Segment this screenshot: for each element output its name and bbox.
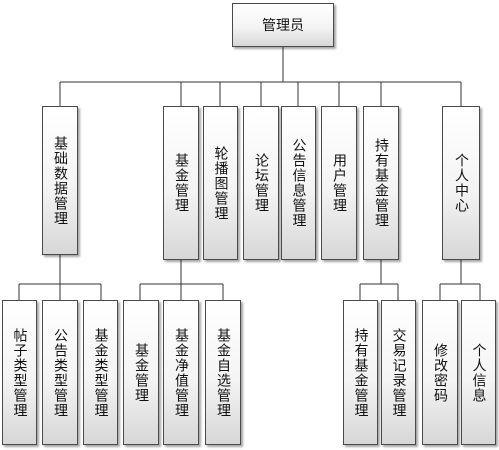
node-notice-management-label: 公告信息管理 — [290, 138, 307, 228]
node-fund-watchlist-management: 基金自选管理 — [205, 300, 241, 445]
node-holding-fund-sub-management-label: 持有基金管理 — [352, 327, 369, 418]
node-fund-nav-management: 基金净值管理 — [163, 300, 199, 445]
node-admin-label: 管理员 — [262, 18, 304, 34]
node-admin: 管理员 — [232, 3, 334, 47]
node-fund-sub-management-label: 基金管理 — [133, 342, 149, 403]
node-holding-fund-sub-management: 持有基金管理 — [343, 300, 378, 445]
node-post-type-management: 帖子类型管理 — [2, 300, 37, 445]
node-personal-info-label: 个人信息 — [470, 342, 487, 403]
node-fund-watchlist-management-label: 基金自选管理 — [215, 327, 231, 418]
node-basic-data-management-label: 基础数据管理 — [52, 135, 68, 226]
node-transaction-record-management-label: 交易记录管理 — [390, 327, 407, 418]
node-fund-nav-management-label: 基金净值管理 — [173, 327, 189, 418]
node-holding-fund-management-label: 持有基金管理 — [373, 138, 389, 228]
node-change-password: 修改密码 — [422, 300, 458, 445]
node-basic-data-management: 基础数据管理 — [42, 106, 78, 255]
node-personal-center: 个人中心 — [442, 106, 480, 260]
node-personal-center-label: 个人中心 — [453, 153, 469, 213]
node-holding-fund-management: 持有基金管理 — [363, 106, 399, 260]
node-carousel-management-label: 轮播图管理 — [212, 145, 229, 221]
node-notice-type-management: 公告类型管理 — [42, 300, 78, 445]
node-post-type-management-label: 帖子类型管理 — [11, 327, 28, 418]
node-user-management: 用户管理 — [321, 106, 357, 260]
node-personal-info: 个人信息 — [461, 300, 496, 445]
node-fund-type-management-label: 基金类型管理 — [92, 327, 109, 418]
node-change-password-label: 修改密码 — [432, 342, 448, 403]
node-forum-management-label: 论坛管理 — [253, 153, 269, 213]
node-fund-type-management: 基金类型管理 — [83, 300, 118, 445]
node-fund-management-label: 基金管理 — [173, 153, 189, 213]
node-forum-management: 论坛管理 — [243, 106, 279, 260]
node-fund-management: 基金管理 — [163, 106, 199, 260]
node-transaction-record-management: 交易记录管理 — [381, 300, 416, 445]
node-notice-type-management-label: 公告类型管理 — [52, 327, 68, 418]
node-notice-management: 公告信息管理 — [281, 106, 316, 260]
node-carousel-management: 轮播图管理 — [203, 106, 238, 260]
node-user-management-label: 用户管理 — [331, 153, 347, 213]
node-fund-sub-management: 基金管理 — [123, 300, 159, 445]
